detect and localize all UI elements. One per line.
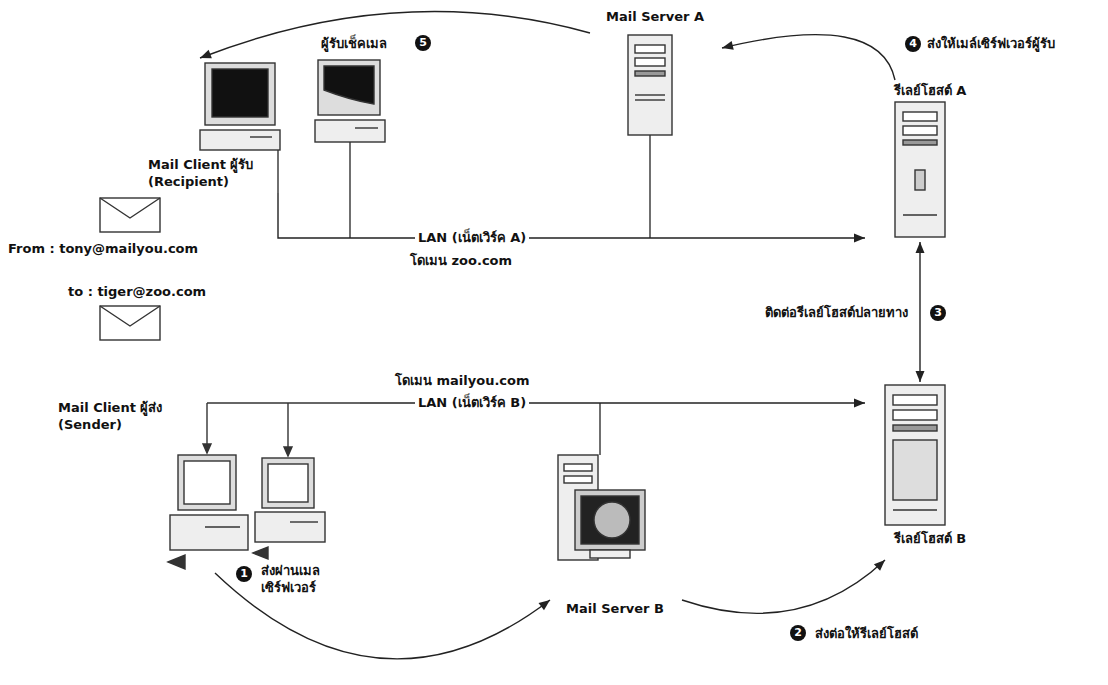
computer-icon [168, 403, 360, 569]
domain-label: โดเมน mailyou.com [395, 372, 530, 389]
connector-line [722, 35, 895, 80]
envelope-icon [100, 306, 160, 340]
connector-line [919, 242, 920, 382]
computer-icon [315, 60, 385, 238]
mail-server: Mail Server B [550, 450, 682, 620]
arrowhead [854, 234, 865, 243]
arrowhead [854, 399, 865, 408]
connector-line [200, 12, 590, 58]
arrowhead [874, 560, 885, 571]
node-label: รีเลย์โฮสต์ B [865, 530, 995, 547]
recipient-address: to : tiger@zoo.com [68, 283, 206, 300]
callout-number: 2 [790, 625, 806, 641]
computer-icon [200, 63, 280, 193]
envelope-icon [100, 198, 160, 232]
callout-number: 4 [905, 36, 921, 52]
edge-label: LAN (เน็ตเวิร์ค A) [415, 229, 529, 246]
edge-label: ติดต่อรีเลย์โฮสต์ปลายทาง [700, 304, 911, 321]
relay-host: รีเลย์โฮสต์ B [865, 382, 997, 560]
server-with-monitor [558, 403, 645, 560]
node-label: Mail Client ผู้ส่ง (Sender) [58, 399, 183, 433]
connector [722, 35, 895, 80]
callout-number: 3 [930, 305, 946, 321]
server-tower [885, 385, 945, 525]
connector [916, 242, 925, 382]
relay-host: รีเลย์โฮสต์ A [865, 80, 997, 242]
edge-label: ส่งให้เมล์เซิร์ฟเวอร์ผู้รับ [924, 35, 1058, 52]
connector-line [682, 560, 885, 613]
arrowhead [200, 50, 212, 58]
mail-server: Mail Server A [590, 8, 722, 140]
node-label: Mail Server B [550, 600, 680, 617]
edge-label: ส่งผ่านเมล เซิร์ฟเวอร์ [258, 562, 359, 596]
sender-address: From : tony@mailyou.com [8, 240, 198, 257]
connector [682, 560, 885, 613]
server-tower [628, 35, 672, 238]
connector-line [278, 193, 865, 238]
connector [200, 12, 590, 59]
connector [278, 193, 865, 243]
server-tower [895, 102, 945, 237]
mail-client: Mail Client ผู้รับ (Recipient) [140, 58, 285, 193]
arrowhead [916, 371, 925, 382]
edge-label: LAN (เน็ตเวิร์ค B) [415, 394, 529, 411]
arrowhead [916, 242, 925, 253]
callout-number: 1 [236, 566, 252, 582]
node-label: Mail Client ผู้รับ (Recipient) [148, 156, 273, 190]
callout-number: 5 [415, 35, 431, 51]
arrowhead [722, 41, 734, 50]
domain-label: โดเมน zoo.com [410, 252, 512, 269]
mail-client: Mail Client ผู้ส่ง (Sender) [50, 395, 360, 573]
node-label: รีเลย์โฮสต์ A [865, 82, 995, 99]
arrowhead [539, 600, 550, 610]
node-label: Mail Server A [590, 8, 720, 25]
edge-label: ส่งต่อให้รีเลย์โฮสต์ [812, 625, 921, 642]
edge-label: ผู้รับเช็คเมล [318, 35, 390, 52]
computer-icon [253, 403, 325, 559]
